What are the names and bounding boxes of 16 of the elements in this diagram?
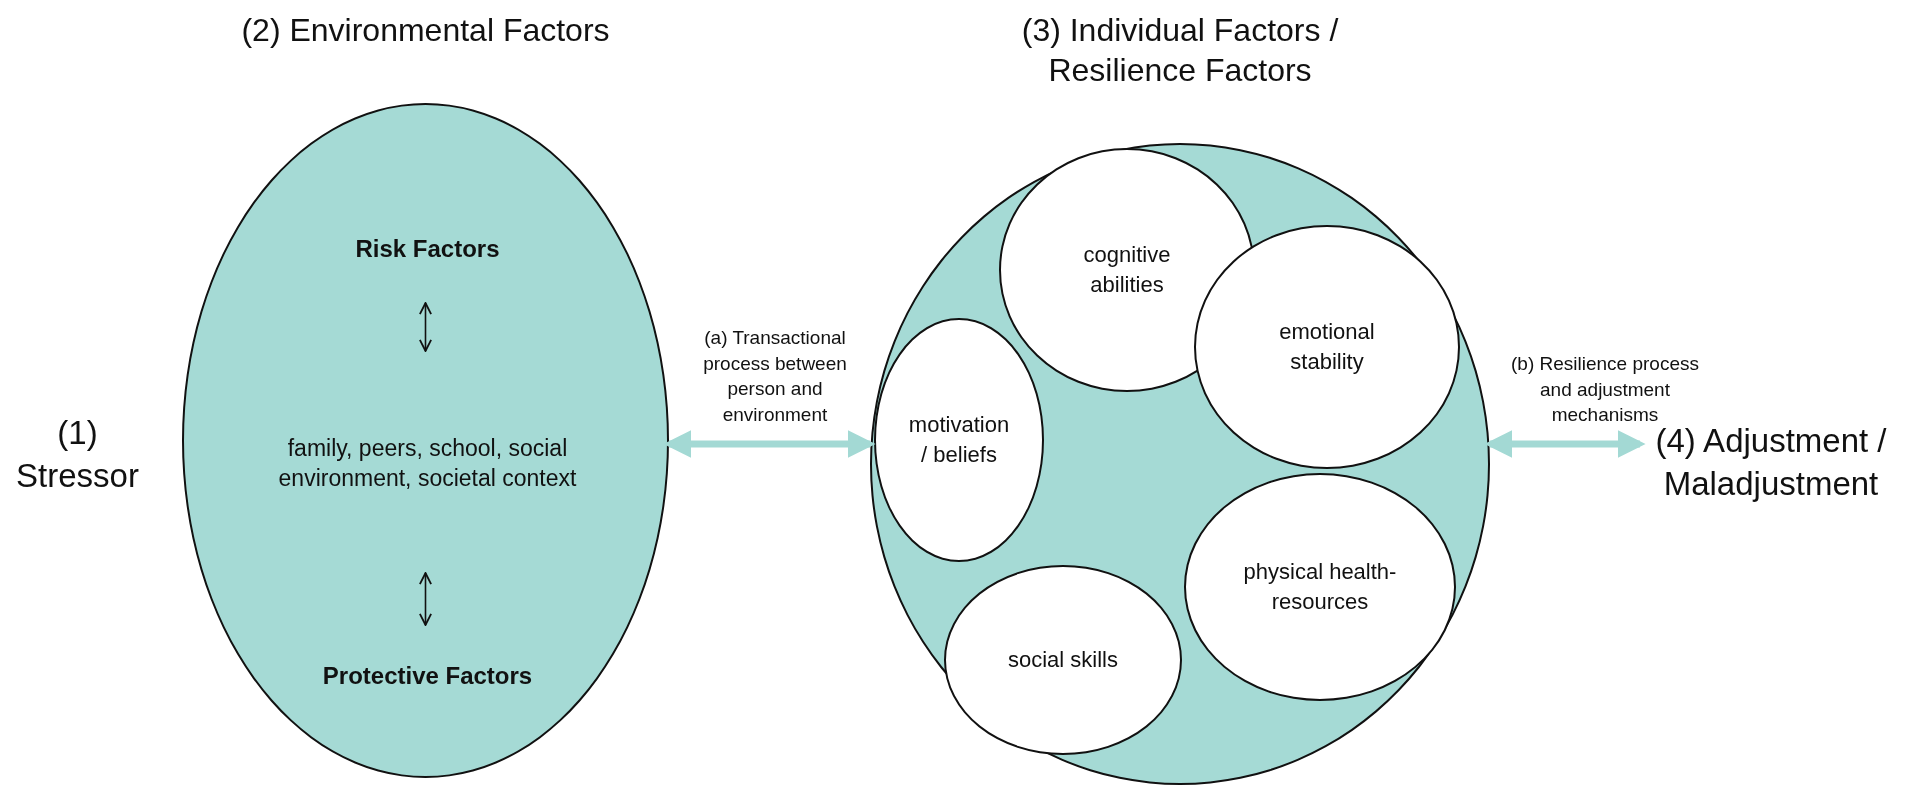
double-arrow xyxy=(419,572,432,626)
node-text: Protective Factors xyxy=(322,660,533,691)
node-text: (1) Stressor xyxy=(15,413,140,496)
factor-label: physical health-resources xyxy=(1242,558,1398,616)
factor-label: emotional stability xyxy=(1278,318,1376,376)
double-arrow xyxy=(1484,430,1646,458)
heading: (3) Individual Factors / Resilience Factors xyxy=(1020,11,1340,90)
heading: (2) Environmental Factors xyxy=(240,11,611,50)
factor-label: social skills xyxy=(1008,646,1118,675)
node-text: Risk Factors xyxy=(355,234,500,264)
factor-label: motivation / beliefs xyxy=(907,411,1011,469)
double-arrow xyxy=(663,430,876,458)
double-arrow xyxy=(419,302,432,352)
node-text: family, peers, school, social environment, societal context xyxy=(277,434,578,493)
factor-label: cognitive abilities xyxy=(1082,241,1172,299)
edge-label: (a) Transactional process between person and environment xyxy=(702,326,848,428)
